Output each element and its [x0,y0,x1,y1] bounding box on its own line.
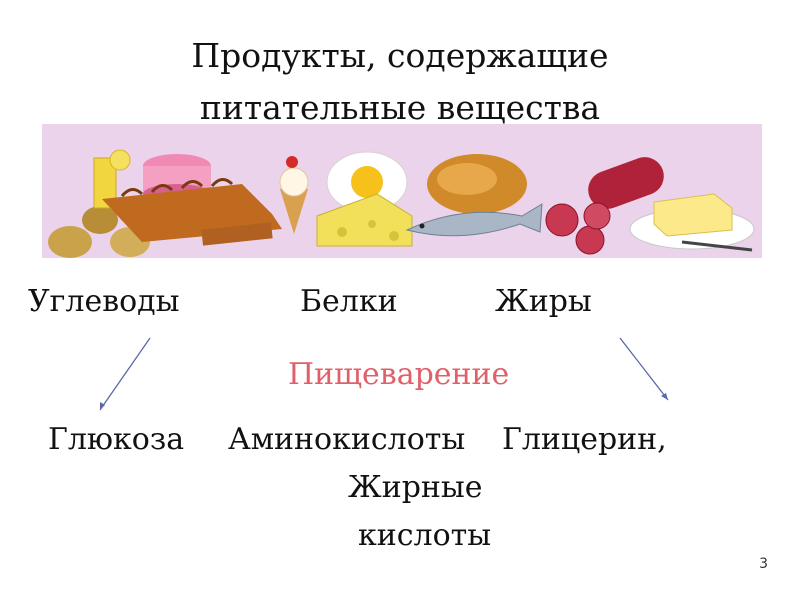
food-illustration [42,124,762,258]
title-line-1: Продукты, содержащие [191,36,609,75]
arrow-fats-to-glycerin [619,337,669,401]
fatty-label-line2: кислоты [358,518,492,553]
potato-icon [48,226,92,258]
slide-title: Продукты, содержащие питательные веществ… [0,30,800,134]
digestion-label: Пищеварение [288,357,510,392]
ice-cream-icon [280,189,308,234]
page-number: 3 [759,556,768,572]
fats-label: Жиры [495,284,592,319]
title-line-2: питательные вещества [199,88,601,127]
amino-acids-label: Аминокислоты [228,422,466,457]
proteins-label: Белки [300,284,398,319]
glucose-label: Глюкоза [48,422,185,457]
salami-icon [588,157,664,209]
food-illustration-graphic [48,149,755,258]
glycerin-label: Глицерин, [502,422,667,457]
carbohydrates-label: Углеводы [28,284,180,319]
arrow-carbs-to-glucose [99,337,151,411]
fish-icon [405,203,543,237]
juice-glass-icon [93,157,117,209]
fatty-label-line1: Жирные [348,470,483,505]
